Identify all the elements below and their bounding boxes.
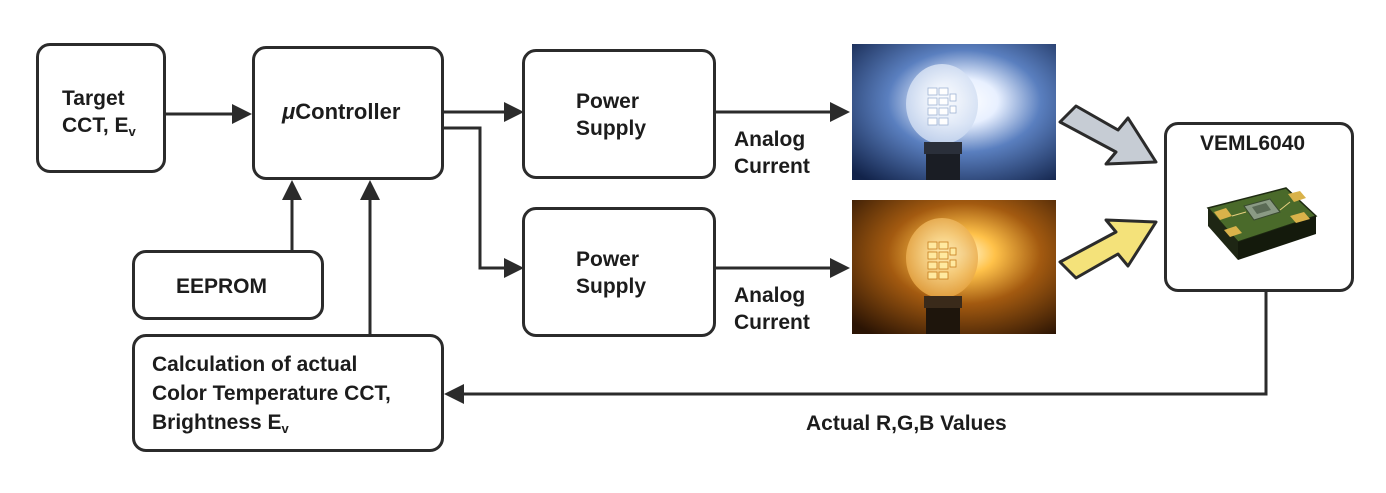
cool-light-arrow bbox=[1058, 104, 1158, 166]
power-supply-bottom-label: Power Supply bbox=[576, 248, 647, 298]
power-supply-top-label: Power Supply bbox=[576, 90, 647, 140]
calculation-label: Calculation of actual Color Temperature … bbox=[152, 353, 391, 436]
edge-controller-power-bottom bbox=[442, 126, 508, 270]
arrowhead-power-bottom bbox=[504, 258, 524, 278]
target-block bbox=[36, 43, 166, 173]
analog-current-top-label: Analog Current bbox=[734, 128, 810, 178]
arrowhead-cool-bulb bbox=[830, 102, 850, 122]
cool-white-led-bulb bbox=[852, 44, 1056, 180]
veml6040-sensor-chip bbox=[1194, 172, 1324, 272]
target-label: Target CCT, Ev bbox=[62, 87, 136, 139]
microcontroller-label: μController bbox=[282, 99, 401, 124]
warm-light-arrow bbox=[1058, 218, 1158, 280]
analog-current-bottom-label: Analog Current bbox=[734, 284, 810, 334]
power-supply-bottom-block bbox=[522, 207, 716, 337]
veml6040-label: VEML6040 bbox=[1200, 132, 1306, 155]
calculation-block bbox=[132, 334, 444, 452]
arrowhead-controller bbox=[232, 104, 252, 124]
actual-rgb-values-label: Actual R,G,B Values bbox=[806, 412, 1007, 435]
eeprom-block bbox=[132, 250, 324, 320]
arrowhead-power-top bbox=[504, 102, 524, 122]
microcontroller-block bbox=[252, 46, 444, 180]
warm-white-led-bulb bbox=[852, 200, 1056, 334]
power-supply-top-block bbox=[522, 49, 716, 179]
arrowhead-warm-bulb bbox=[830, 258, 850, 278]
arrowhead-calc-up bbox=[360, 180, 380, 200]
edge-sensor-calc bbox=[462, 290, 1268, 396]
arrowhead-calc bbox=[444, 384, 464, 404]
eeprom-label: EEPROM bbox=[176, 275, 268, 298]
arrowhead-eeprom-up bbox=[282, 180, 302, 200]
